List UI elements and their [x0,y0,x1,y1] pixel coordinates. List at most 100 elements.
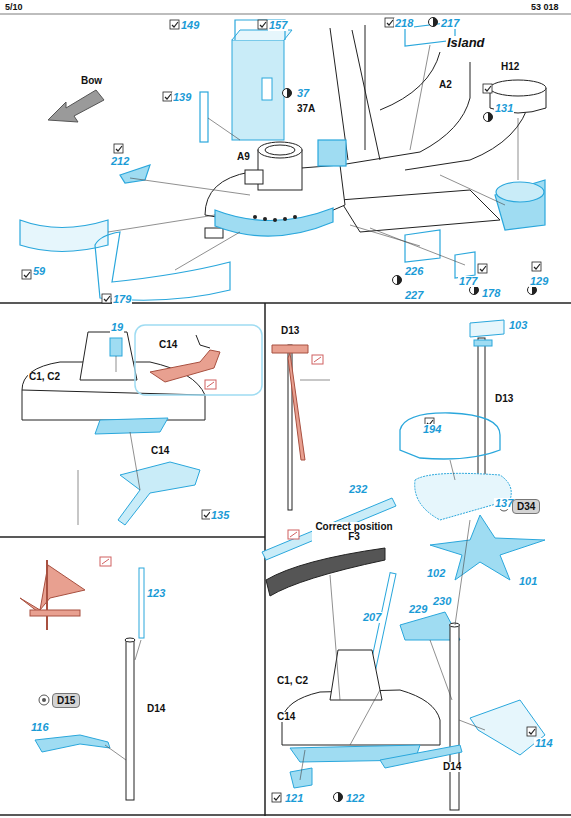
callout-number: 135 [210,510,230,521]
drawing-stroke [80,332,137,380]
drawing-stroke [170,20,179,29]
callout-number: 194 [422,424,442,435]
drawing-stroke [405,230,440,262]
drawing-stroke [527,727,536,736]
drawing-stroke [405,100,530,170]
drawing-stroke [352,30,380,160]
drawing-stroke [110,338,122,356]
drawing-stroke [150,350,220,382]
callout-number: 149 [180,20,200,31]
reference-badge: D34 [512,499,540,514]
drawing-stroke [350,225,420,246]
drawing-stroke [20,565,85,615]
drawing-stroke [114,144,123,153]
drawing-stroke [262,78,272,100]
callout-number: C1, C2 [276,676,309,686]
drawing-stroke [429,18,438,27]
drawing-stroke [170,20,179,29]
drawing-stroke [483,84,492,93]
drawing-stroke [484,113,493,122]
callout-number: 122 [345,793,365,804]
drawing-stroke [205,380,216,389]
callout-number: 178 [481,288,501,299]
callout-number: D13 [494,394,514,404]
drawing-stroke [253,215,257,219]
drawing-stroke [518,118,519,180]
drawing-stroke [483,84,492,93]
drawing-stroke [22,270,31,279]
drawing-stroke [495,180,545,230]
drawing-stroke [48,90,104,122]
drawing-stroke [172,22,178,27]
drawing-stroke [272,345,308,460]
drawing-stroke [480,266,486,271]
drawing-stroke [272,793,281,802]
drawing-stroke [470,320,504,337]
drawing-stroke [258,20,267,29]
drawing-stroke [116,146,122,151]
drawing-stroke [334,793,343,802]
callout-number: A2 [438,80,453,90]
drawing-stroke [39,695,49,705]
callout-number: 131 [494,103,514,114]
callout-number: 5/10 [4,3,24,12]
drawing-stroke [232,30,292,40]
drawing-stroke [488,113,493,122]
callout-number: 114 [534,738,554,749]
drawing-stroke [163,92,172,101]
drawing-stroke [450,460,455,480]
callout-number: 59 [32,266,46,277]
drawing-stroke [385,18,394,27]
drawing-stroke [430,515,545,580]
callout-number: 123 [146,588,166,599]
drawing-stroke [273,218,277,222]
drawing-stroke [532,262,541,271]
callout-number: C14 [158,340,178,350]
drawing-stroke [0,302,571,304]
drawing-stroke [0,536,265,538]
callout-number: 121 [284,793,304,804]
callout-number: Correct position F3 [312,522,396,542]
callout-number: 218 [394,18,414,29]
callout-number: 116 [30,722,50,733]
drawing-stroke [102,294,111,303]
callout-number: 179 [112,294,132,305]
callout-number: D14 [442,762,462,772]
drawing-stroke [266,548,385,596]
drawing-stroke [35,735,110,752]
drawing-stroke [450,623,460,627]
drawing-stroke [258,142,302,158]
drawing-stroke [253,215,297,222]
drawing-stroke [118,462,200,525]
drawing-stroke [455,520,470,625]
drawing-stroke [380,52,440,110]
drawing-stroke [0,14,571,816]
drawing-stroke [340,62,470,165]
drawing-stroke [175,232,240,270]
drawing-stroke [102,559,109,564]
drawing-stroke [130,178,250,195]
drawing-stroke [527,727,536,736]
drawing-stroke [300,380,485,780]
drawing-stroke [265,145,295,155]
drawing-stroke [46,560,48,630]
drawing-stroke [532,262,541,271]
drawing-stroke [490,80,546,113]
drawing-stroke [282,623,460,810]
drawing-stroke [365,25,366,150]
drawing-stroke [293,215,297,219]
callout-number: 37 [296,88,310,99]
callout-number: D14 [146,704,166,714]
drawing-stroke [478,264,487,273]
drawing-stroke [105,640,141,760]
callout-number: 212 [110,156,130,167]
drawing-stroke [245,170,263,184]
drawing-stroke [400,413,500,459]
drawing-stroke [385,18,394,27]
drawing-stroke [0,14,571,15]
drawing-stroke [283,89,292,98]
drawing-stroke [474,340,492,346]
drawing-stroke [314,357,321,362]
